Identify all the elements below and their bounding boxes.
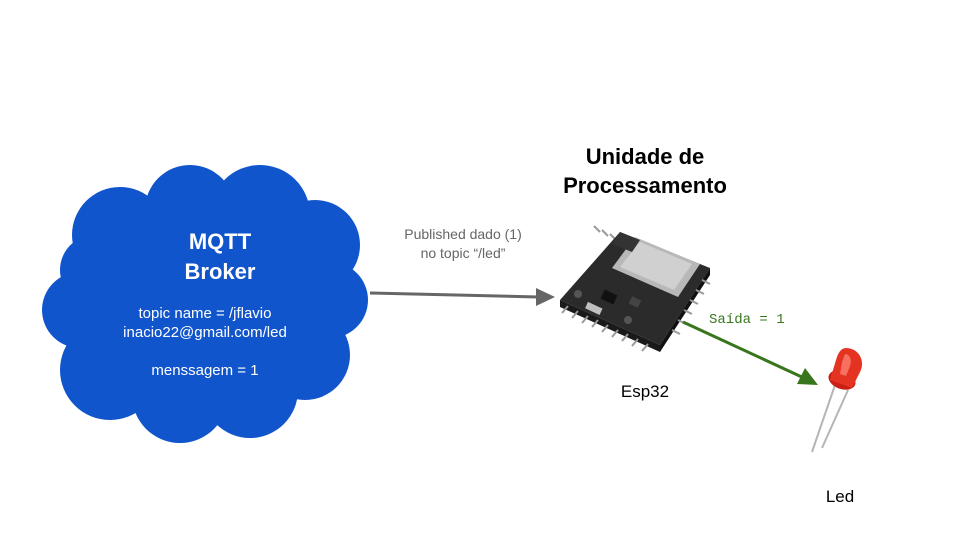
led-image	[811, 348, 863, 453]
message-text: menssagem = 1	[151, 362, 259, 379]
publish-arrow	[369, 288, 555, 306]
output-label: Saída = 1	[709, 312, 785, 328]
mqtt-broker-cloud	[42, 165, 368, 443]
led-label: Led	[825, 487, 855, 506]
esp32-label: Esp32	[620, 382, 670, 401]
processing-unit-title-line1: Unidade de	[585, 144, 705, 169]
processing-unit-title-line2: Processamento	[563, 173, 727, 198]
topic-name-line1: topic name = /jflavio	[138, 305, 272, 322]
broker-title-line1: MQTT	[188, 229, 252, 254]
broker-title-line2: Broker	[184, 259, 256, 284]
topic-name-line2: inacio22@gmail.com/led	[123, 324, 287, 341]
esp32-board-image	[560, 225, 711, 352]
output-arrow	[682, 320, 818, 385]
publish-label-line1: Published dado (1)	[404, 226, 522, 242]
publish-label-line2: no topic “/led”	[420, 245, 506, 261]
